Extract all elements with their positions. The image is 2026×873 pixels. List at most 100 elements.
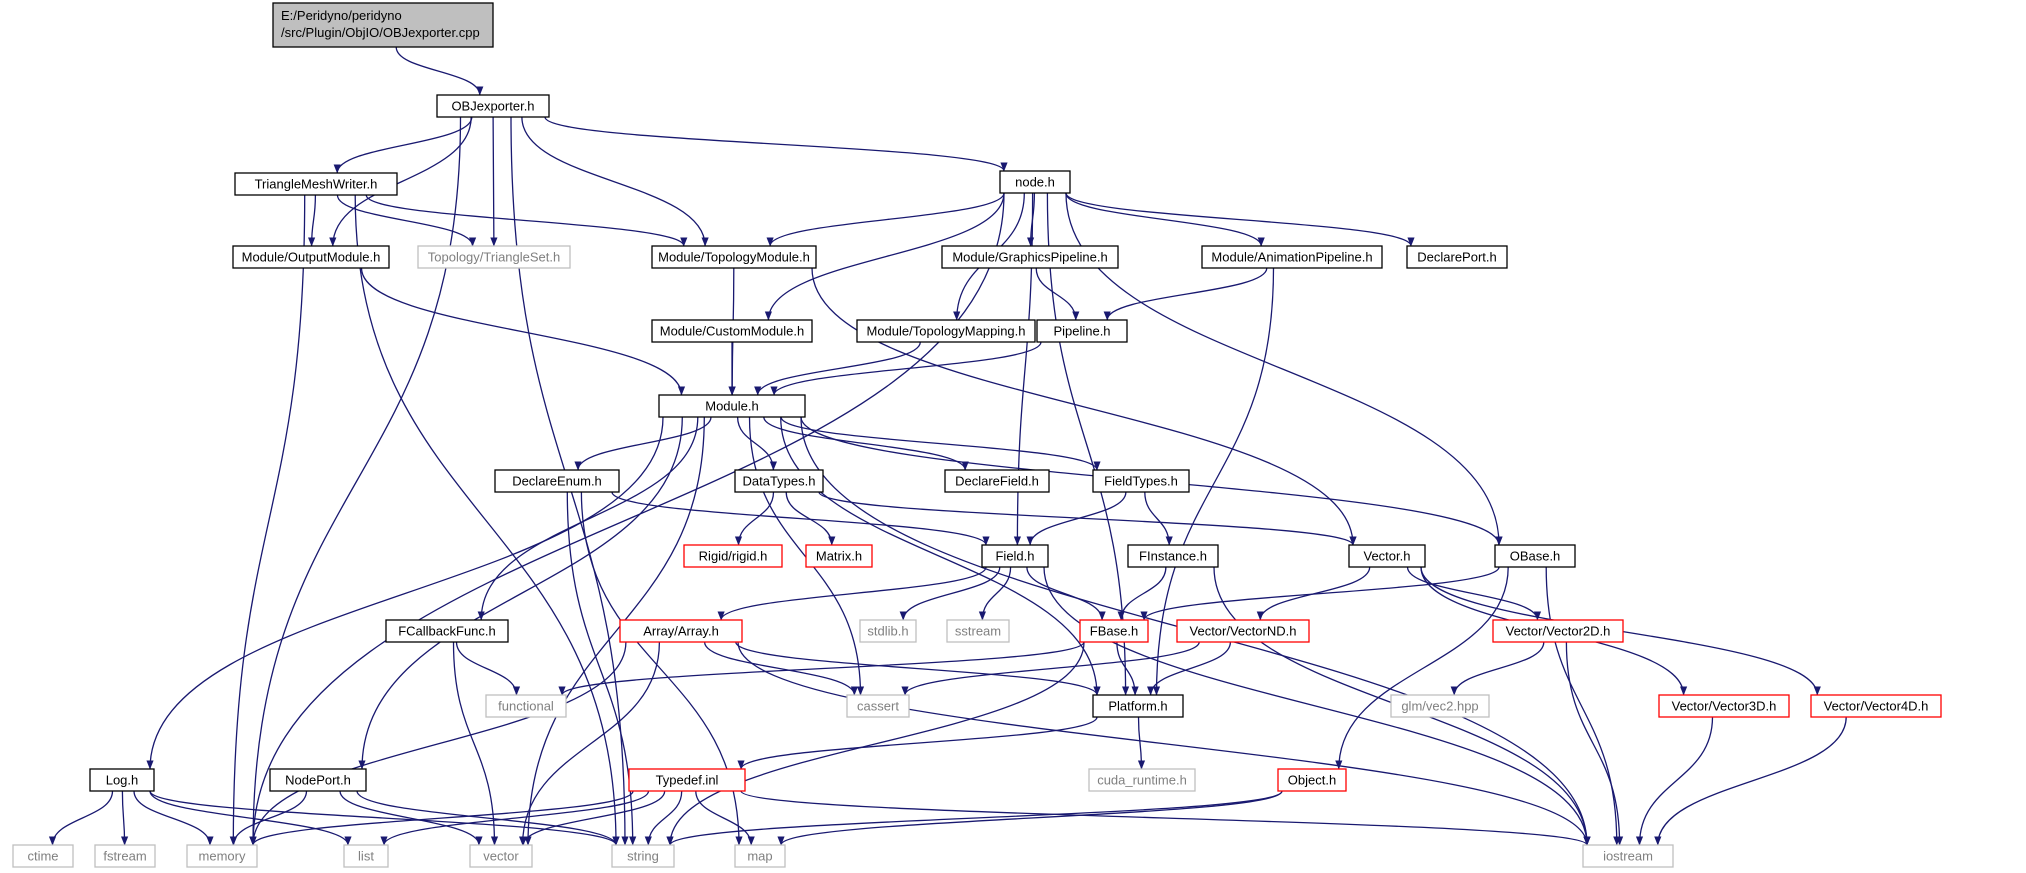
node-vector[interactable]: Vector.h [1348, 544, 1426, 568]
edge-node-to-memory [249, 192, 1005, 846]
edge-typedef-to-map [695, 790, 755, 846]
edge-nodeport-to-vectorstd [339, 790, 483, 846]
node-label: fstream [103, 849, 146, 864]
node-declareport[interactable]: DeclarePort.h [1406, 245, 1508, 269]
edge-objexporter-to-memory [249, 116, 462, 846]
node-box [1092, 694, 1184, 718]
node-module[interactable]: Module.h [658, 394, 806, 418]
edge-field-to-stdlib [899, 566, 1001, 621]
edge-module-to-log [146, 416, 664, 770]
node-vectorstd[interactable]: vector [469, 844, 533, 868]
node-label: memory [199, 849, 246, 864]
node-box [846, 694, 910, 718]
node-box [12, 844, 74, 868]
node-matrix[interactable]: Matrix.h [805, 544, 873, 568]
edge-log-to-list [149, 790, 352, 846]
node-string[interactable]: string [611, 844, 675, 868]
edge-fbase-to-platform [1116, 641, 1139, 696]
node-box [805, 544, 873, 568]
node-fbase[interactable]: FBase.h [1079, 619, 1149, 643]
node-functional[interactable]: functional [485, 694, 567, 718]
edge-fcallbackfunc-to-vectorstd [452, 641, 499, 846]
edge-objexporter-to-node [544, 116, 1008, 172]
node-graphicspipeline[interactable]: Module/GraphicsPipeline.h [941, 245, 1119, 269]
node-cudaruntime[interactable]: cuda_runtime.h [1088, 768, 1196, 792]
node-box [186, 844, 258, 868]
node-nodeport[interactable]: NodePort.h [269, 768, 367, 792]
node-box [658, 394, 806, 418]
node-fieldtypes[interactable]: FieldTypes.h [1092, 469, 1190, 493]
node-ctime[interactable]: ctime [12, 844, 74, 868]
node-rigid[interactable]: Rigid/rigid.h [683, 544, 783, 568]
edge-module-to-datatypes [736, 416, 777, 471]
node-log[interactable]: Log.h [89, 768, 155, 792]
node-label: cuda_runtime.h [1097, 773, 1187, 788]
node-declareenum[interactable]: DeclareEnum.h [494, 469, 620, 493]
node-triangleset[interactable]: Topology/TriangleSet.h [417, 245, 571, 269]
node-box [619, 619, 743, 643]
edge-log-to-string [149, 790, 620, 846]
node-vector3d[interactable]: Vector/Vector3D.h [1658, 694, 1790, 718]
node-declarefield[interactable]: DeclareField.h [944, 469, 1050, 493]
edge-fcallbackfunc-to-functional [455, 641, 521, 696]
node-label: FInstance.h [1139, 549, 1207, 564]
node-label: string [627, 849, 659, 864]
node-label-line: E:/Peridyno/peridyno [281, 8, 402, 23]
node-outputmodule[interactable]: Module/OutputModule.h [232, 245, 390, 269]
node-pipeline[interactable]: Pipeline.h [1036, 319, 1128, 343]
node-sstream[interactable]: sstream [946, 619, 1010, 643]
node-topologymodule[interactable]: Module/TopologyModule.h [651, 245, 817, 269]
node-trianglemeshwriter[interactable]: TriangleMeshWriter.h [234, 172, 398, 196]
node-vector2d[interactable]: Vector/Vector2D.h [1492, 619, 1624, 643]
node-box [89, 768, 155, 792]
node-objexporter[interactable]: OBJexporter.h [436, 94, 550, 118]
node-box [1492, 619, 1624, 643]
node-box [1658, 694, 1790, 718]
node-box [1201, 245, 1383, 269]
node-fcallbackfunc[interactable]: FCallbackFunc.h [385, 619, 509, 643]
node-box [1092, 469, 1190, 493]
edge-node-to-declareport [1065, 192, 1415, 247]
node-platform[interactable]: Platform.h [1092, 694, 1184, 718]
node-cassert[interactable]: cassert [846, 694, 910, 718]
edge-module-to-fieldtypes [780, 416, 1101, 471]
node-animationpipeline[interactable]: Module/AnimationPipeline.h [1201, 245, 1383, 269]
node-label: DataTypes.h [743, 474, 816, 489]
edge-graphicspipeline-to-pipeline [1035, 267, 1080, 321]
node-memory[interactable]: memory [186, 844, 258, 868]
node-map[interactable]: map [734, 844, 786, 868]
node-stdlib[interactable]: stdlib.h [859, 619, 917, 643]
node-obase[interactable]: OBase.h [1494, 544, 1576, 568]
edge-animationpipeline-to-platform [1152, 267, 1275, 696]
node-box [272, 2, 494, 48]
node-arrayh[interactable]: Array/Array.h [619, 619, 743, 643]
node-topologymapping[interactable]: Module/TopologyMapping.h [856, 319, 1036, 343]
node-custommodule[interactable]: Module/CustomModule.h [651, 319, 813, 343]
node-finstance[interactable]: FInstance.h [1127, 544, 1219, 568]
node-box [94, 844, 156, 868]
node-label: Field.h [995, 549, 1034, 564]
node-fstream[interactable]: fstream [94, 844, 156, 868]
node-box [1390, 694, 1490, 718]
node-glmvec2[interactable]: glm/vec2.hpp [1390, 694, 1490, 718]
node-typedef[interactable]: Typedef.inl [628, 768, 746, 792]
node-iostream[interactable]: iostream [1582, 844, 1674, 868]
node-field[interactable]: Field.h [981, 544, 1049, 568]
node-label: Vector.h [1364, 549, 1411, 564]
edge-field-to-sstream [978, 566, 1012, 621]
node-datatypes[interactable]: DataTypes.h [734, 469, 824, 493]
node-vector4d[interactable]: Vector/Vector4D.h [1810, 694, 1942, 718]
node-box [485, 694, 567, 718]
node-label: sstream [955, 624, 1001, 639]
node-vectornd[interactable]: Vector/VectorND.h [1176, 619, 1310, 643]
node-box [269, 768, 367, 792]
edge-arrayh-to-vectorstd [519, 641, 661, 846]
node-box [1810, 694, 1942, 718]
edge-obase-to-iostream [1545, 566, 1621, 846]
node-object[interactable]: Object.h [1277, 768, 1347, 792]
node-list[interactable]: list [343, 844, 389, 868]
node-label: functional [498, 699, 554, 714]
edges-layer [48, 46, 1847, 846]
node-box [734, 469, 824, 493]
node-node[interactable]: node.h [999, 170, 1071, 194]
